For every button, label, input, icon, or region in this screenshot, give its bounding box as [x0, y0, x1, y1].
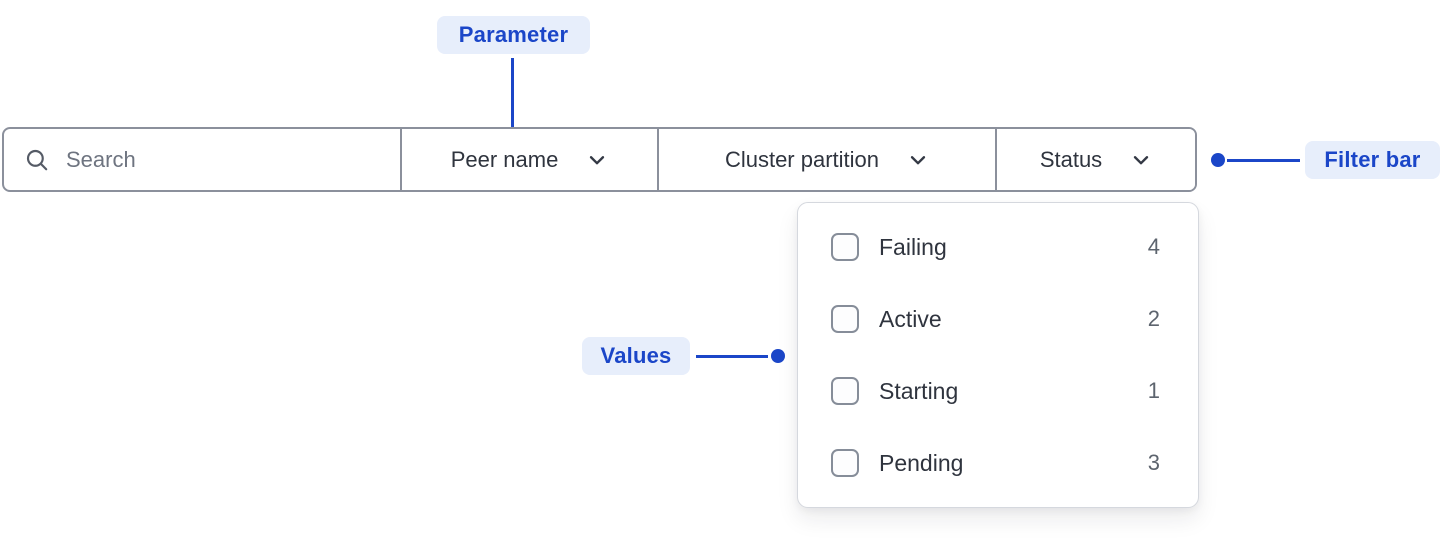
status-dropdown-label: Status — [1039, 146, 1103, 172]
chevron-down-icon — [907, 149, 929, 171]
status-dropdown-button[interactable]: Status — [997, 129, 1195, 190]
search-icon — [26, 149, 48, 170]
filter-bar-annotation-dot — [1211, 153, 1225, 167]
chevron-down-icon — [1130, 149, 1152, 171]
filter-bar-divider — [995, 129, 997, 190]
status-option-row[interactable]: Active 2 — [798, 283, 1198, 355]
option-checkbox[interactable] — [831, 377, 859, 405]
option-count: 4 — [1147, 234, 1160, 259]
filter-bar-divider — [400, 129, 402, 190]
values-annotation-badge: Values — [582, 337, 690, 375]
cluster-partition-dropdown-button[interactable]: Cluster partition — [659, 129, 995, 190]
option-label: Starting — [879, 377, 959, 404]
status-option-row[interactable]: Failing 4 — [798, 211, 1198, 283]
status-options-panel: Failing 4 Active 2 Starting 1 Pending 3 — [797, 202, 1199, 508]
filter-bar: Peer name Cluster partition Status — [2, 127, 1197, 192]
parameter-annotation-line — [511, 58, 514, 135]
search-input[interactable] — [66, 146, 400, 173]
filter-bar-annotation-label: Filter bar — [1324, 147, 1421, 172]
search-section — [4, 129, 400, 190]
filter-bar-annotation-line — [1227, 159, 1300, 162]
option-count: 1 — [1147, 378, 1160, 403]
peer-name-dropdown-button[interactable]: Peer name — [402, 129, 657, 190]
values-annotation-dot — [771, 349, 785, 363]
values-annotation-line — [696, 355, 768, 358]
filter-bar-annotation-badge: Filter bar — [1305, 141, 1440, 179]
option-label: Failing — [879, 233, 947, 260]
option-count: 3 — [1147, 450, 1160, 475]
status-options-list: Failing 4 Active 2 Starting 1 Pending 3 — [798, 211, 1198, 499]
parameter-annotation-label: Parameter — [458, 22, 569, 47]
option-label: Active — [879, 305, 942, 332]
option-count: 2 — [1147, 306, 1160, 331]
status-option-row[interactable]: Pending 3 — [798, 427, 1198, 499]
cluster-partition-dropdown-label: Cluster partition — [724, 146, 880, 172]
chevron-down-icon — [586, 149, 608, 171]
filter-bar-divider — [657, 129, 659, 190]
option-checkbox[interactable] — [831, 305, 859, 333]
option-checkbox[interactable] — [831, 449, 859, 477]
peer-name-dropdown-label: Peer name — [450, 146, 559, 172]
values-annotation-label: Values — [600, 343, 672, 368]
parameter-annotation-badge: Parameter — [437, 16, 590, 54]
status-option-row[interactable]: Starting 1 — [798, 355, 1198, 427]
option-checkbox[interactable] — [831, 233, 859, 261]
option-label: Pending — [879, 449, 964, 476]
